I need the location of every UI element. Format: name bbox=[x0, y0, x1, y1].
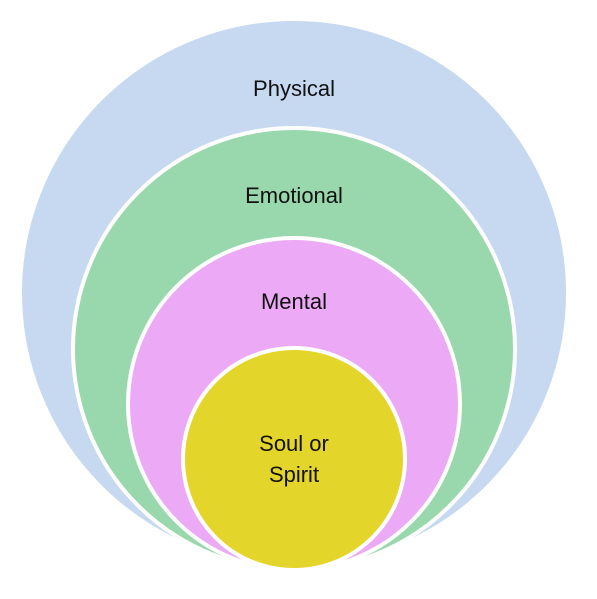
label-soul-or-spirit-line1: Soul or bbox=[259, 431, 329, 456]
label-emotional: Emotional bbox=[245, 183, 343, 208]
label-mental: Mental bbox=[261, 289, 327, 314]
circle-soul-or-spirit bbox=[181, 346, 407, 572]
label-physical: Physical bbox=[253, 76, 335, 101]
label-soul-or-spirit-line2: Spirit bbox=[269, 462, 319, 487]
